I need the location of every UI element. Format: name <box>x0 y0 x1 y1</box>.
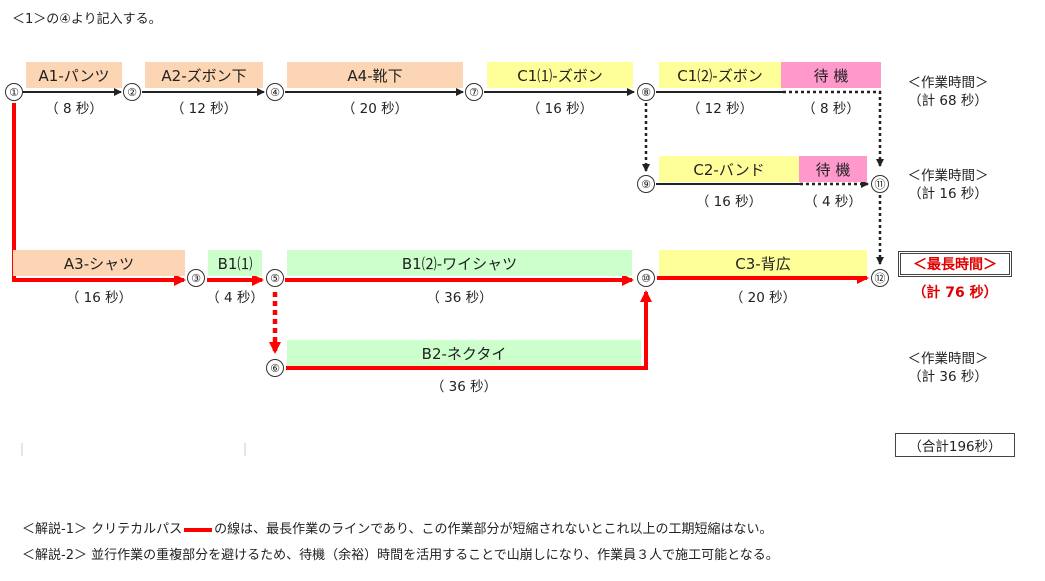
critical-path-title: ＜最長時間＞ <box>898 251 1012 277</box>
task-a3: A3-シャツ <box>13 250 185 276</box>
critical-line-legend <box>184 527 213 532</box>
task-c2: C2-バンド <box>659 156 799 182</box>
task-wait-2: 待 機 <box>799 156 867 182</box>
duration-c2: （ 16 秒） <box>695 194 763 210</box>
summary-row2-total: （計 16 秒） <box>908 186 988 202</box>
node-7: ⑦ <box>465 83 483 101</box>
task-c1-1: C1⑴-ズボン <box>487 62 633 88</box>
node-10: ⑩ <box>637 269 655 287</box>
task-wait-1: 待 機 <box>781 62 881 88</box>
summary-row4-label: ＜作業時間＞ <box>907 351 989 367</box>
summary-row1-label: ＜作業時間＞ <box>907 75 989 91</box>
node-12: ⑫ <box>871 269 889 287</box>
duration-c1-2: （ 12 秒） <box>686 101 754 117</box>
duration-a2: （ 12 秒） <box>170 101 238 117</box>
duration-c1-1: （ 16 秒） <box>526 101 594 117</box>
task-c1-2: C1⑵-ズボン <box>659 62 781 88</box>
note-1-prefix: ＜解説-1＞ クリテカルパス <box>22 522 183 537</box>
task-a1: A1-パンツ <box>26 62 122 88</box>
critical-path-total: （計 76 秒） <box>912 285 998 301</box>
task-a2: A2-ズボン下 <box>145 62 263 88</box>
duration-wait-2: （ 4 秒） <box>804 194 862 210</box>
task-b2: B2-ネクタイ <box>287 340 641 366</box>
critical-6-10 <box>286 290 652 370</box>
node-8: ⑧ <box>637 83 655 101</box>
duration-a1: （ 8 秒） <box>45 101 103 117</box>
summary-row4: ＜作業時間＞ （計 36 秒） <box>898 350 998 386</box>
duration-b1-2: （ 36 秒） <box>426 290 493 306</box>
node-4: ④ <box>266 83 284 101</box>
grand-total: （合計196秒） <box>895 433 1015 457</box>
summary-row2: ＜作業時間＞ （計 16 秒） <box>898 167 998 203</box>
task-b1-1: B1⑴ <box>208 250 262 276</box>
duration-a4: （ 20 秒） <box>341 101 409 117</box>
summary-row2-label: ＜作業時間＞ <box>907 168 989 184</box>
task-b1-2: B1⑵-ワイシャツ <box>287 250 632 276</box>
note-1: ＜解説-1＞ クリテカルパス の線は、最長作業のラインであり、この作業部分が短縮さ… <box>22 518 772 537</box>
duration-b1-1: （ 4 秒） <box>206 290 264 306</box>
node-2: ② <box>123 83 141 101</box>
node-1: ① <box>5 83 23 101</box>
task-c3: C3-背広 <box>659 250 867 276</box>
node-5: ⑤ <box>266 269 284 287</box>
page-heading: ＜1＞の④より記入する。 <box>12 12 162 27</box>
edge-wait-11 <box>783 90 884 167</box>
duration-a3: （ 16 秒） <box>65 290 133 306</box>
critical-1-3 <box>12 103 186 286</box>
node-11: ⑪ <box>871 175 889 193</box>
task-a4: A4-靴下 <box>287 62 463 88</box>
duration-c3: （ 20 秒） <box>729 290 797 306</box>
duration-wait-1: （ 8 秒） <box>802 101 860 117</box>
node-6: ⑥ <box>266 359 284 377</box>
node-3: ③ <box>187 269 205 287</box>
summary-row1-total: （計 68 秒） <box>908 93 988 109</box>
duration-b2: （ 36 秒） <box>430 379 498 395</box>
summary-row4-total: （計 36 秒） <box>908 369 988 385</box>
summary-row1: ＜作業時間＞ （計 68 秒） <box>898 74 998 110</box>
node-9: ⑨ <box>637 175 655 193</box>
note-1-suffix: の線は、最長作業のラインであり、この作業部分が短縮されないとこれ以上の工期短縮は… <box>214 522 773 537</box>
note-2: ＜解説-2＞ 並行作業の重複部分を避けるため、待機（余裕）時間を活用することで山… <box>22 548 779 563</box>
